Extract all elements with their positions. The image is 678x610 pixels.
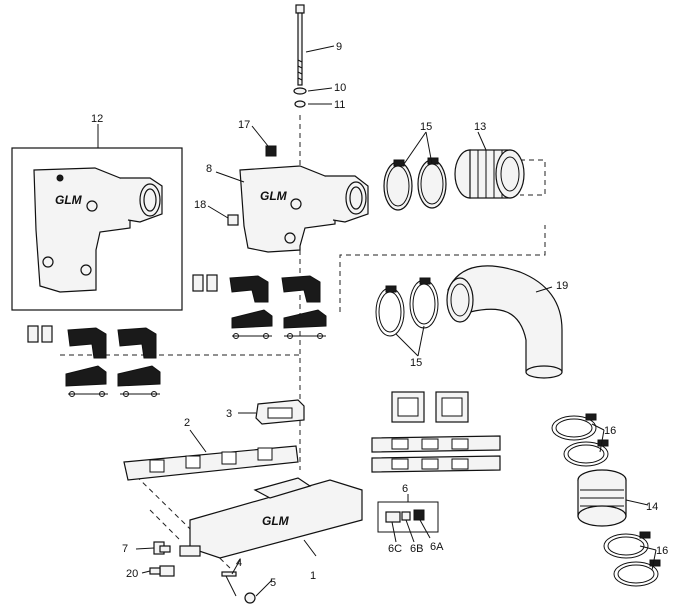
callout-labels: 1 2 3 4 5 6 6A 6B 6C 7 8 9 10 11 12 13 1… [91, 41, 668, 589]
callout-3: 3 [226, 408, 232, 420]
callout-5: 5 [270, 577, 276, 589]
callout-20: 20 [126, 568, 138, 580]
callout-6a: 6A [430, 541, 444, 553]
callout-1: 1 [310, 570, 316, 582]
exhaust-riser-part-12: GLM [33, 167, 163, 293]
exhaust-riser-part-8: GLM [239, 165, 369, 253]
exhaust-manifold-part-1: GLM [179, 477, 363, 559]
callout-18: 18 [194, 199, 206, 211]
callout-6c: 6C [388, 543, 402, 555]
nut-part-11 [294, 100, 306, 108]
hose-clamps-part-15-upper [383, 157, 447, 211]
nut-part-5 [244, 592, 256, 604]
hose-clamps-part-16-lower [603, 531, 661, 587]
plug-part-17 [265, 145, 277, 157]
spacer-set-upper [192, 274, 327, 339]
hose-clamps-part-16-upper [551, 413, 609, 467]
bolt-part-9 [295, 4, 305, 86]
riser-gasket-part-3 [255, 399, 305, 425]
leader-lines [97, 45, 657, 597]
bellows-part-13 [454, 149, 525, 199]
callout-4: 4 [236, 557, 242, 569]
callout-2: 2 [184, 417, 190, 429]
brand-text-manifold: GLM [262, 514, 290, 528]
fitting-part-7 [153, 541, 171, 555]
fitting-set-part-6 [377, 501, 439, 533]
brand-text-riser-mounted: GLM [260, 189, 288, 203]
callout-19: 19 [556, 280, 568, 292]
callout-15-upper: 15 [420, 121, 432, 133]
spacer-set-lower [27, 325, 161, 397]
callout-9: 9 [336, 41, 342, 53]
callout-15-lower: 15 [410, 357, 422, 369]
callout-8: 8 [206, 163, 212, 175]
brand-text-riser-box: GLM [55, 193, 83, 207]
hose-clamps-part-15-lower [375, 277, 439, 337]
manifold-gasket-part-2 [123, 445, 299, 481]
manifold-gaskets-right [371, 435, 501, 473]
callout-12: 12 [91, 113, 103, 125]
callout-16-upper: 16 [604, 425, 616, 437]
callout-7: 7 [122, 543, 128, 555]
callout-14: 14 [646, 501, 658, 513]
plug-part-18 [227, 214, 239, 226]
coupler-part-14 [577, 469, 627, 527]
callout-10: 10 [334, 82, 346, 94]
callout-6b: 6B [410, 543, 423, 555]
riser-box-frame [11, 147, 183, 311]
washer-part-10 [293, 87, 307, 95]
exhaust-elbow-part-19 [446, 265, 563, 379]
callout-17: 17 [238, 119, 250, 131]
stud-part-4 [221, 571, 237, 597]
callout-6: 6 [402, 483, 408, 495]
callout-11: 11 [334, 99, 345, 111]
callout-16-lower: 16 [656, 545, 668, 557]
callout-13: 13 [474, 121, 486, 133]
square-gaskets [391, 391, 469, 423]
fitting-part-20 [149, 565, 175, 577]
